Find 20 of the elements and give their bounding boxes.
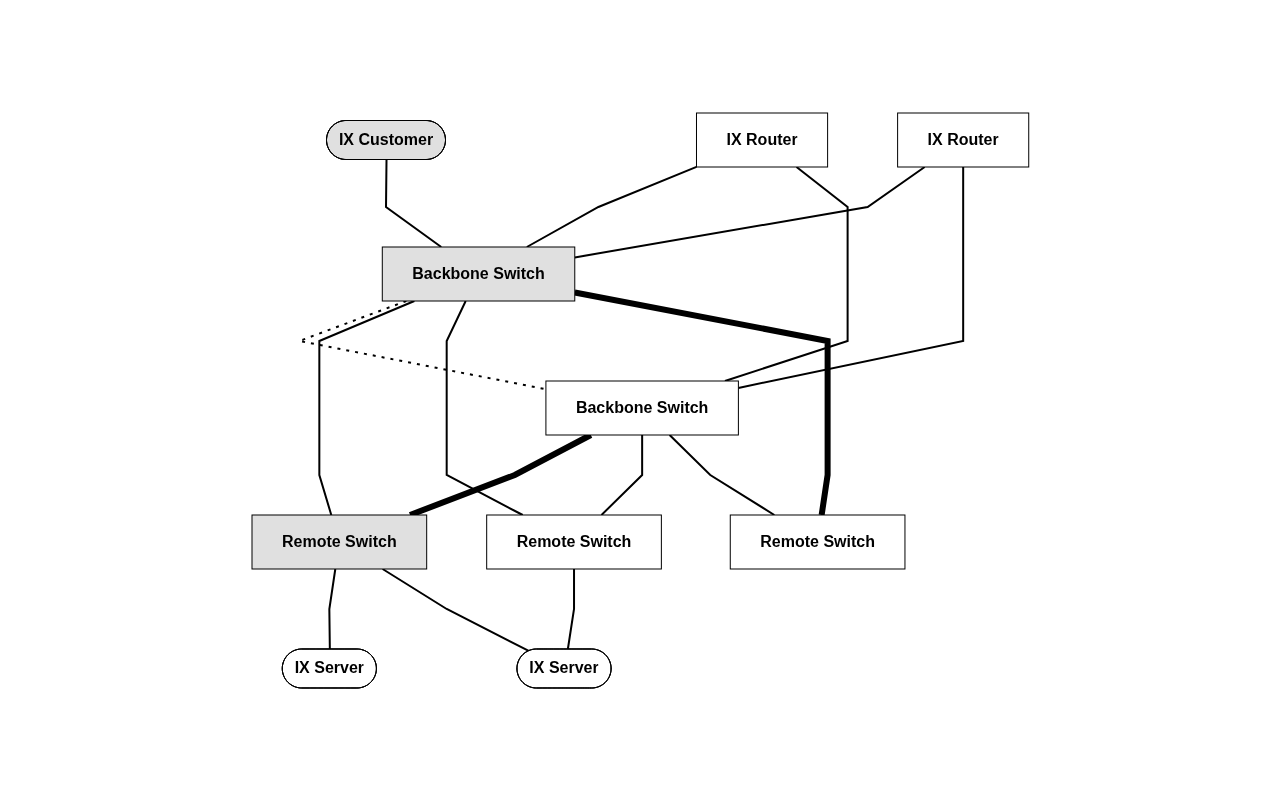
connector (445, 300, 524, 516)
connector (318, 300, 416, 516)
connector (566, 568, 576, 651)
connector (600, 434, 644, 516)
connector (574, 289, 831, 516)
node-box: Backbone Switch (381, 246, 576, 302)
connector (737, 166, 965, 389)
node-box: IX Router (897, 112, 1030, 168)
connector (573, 166, 926, 259)
node-box: Remote Switch (486, 514, 662, 570)
connector (668, 434, 776, 516)
node-box: Backbone Switch (545, 380, 739, 436)
connector (328, 568, 337, 651)
connector (724, 166, 849, 382)
node-box: Remote Switch (729, 514, 906, 570)
connector (526, 165, 698, 248)
node-box: Remote Switch (251, 514, 428, 570)
connector (381, 568, 531, 653)
node-box: IX Router (696, 112, 829, 168)
connector (385, 159, 443, 248)
